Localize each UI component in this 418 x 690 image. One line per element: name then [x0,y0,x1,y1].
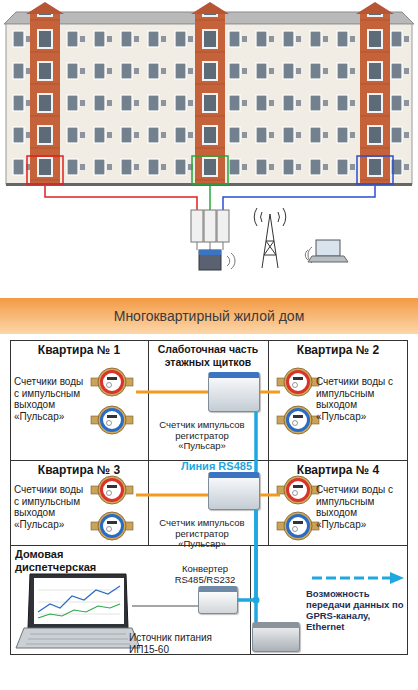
pulse-wire [136,391,208,394]
pulse-wire [260,391,280,394]
cell-title: Квартира № 3 [10,460,148,477]
grid-frame [11,341,408,655]
entrance-frame [192,156,228,184]
pulse-wire [136,494,208,497]
signal-waves [227,253,235,269]
water-meters [91,368,319,540]
rs485-line [238,510,256,600]
grid-line [148,340,149,545]
antenna-mast [262,214,278,268]
power-supply: Источник питания ИП15-60 [252,622,300,652]
grid-line [268,340,269,545]
panel-cell: Слаботочная часть этажных щитковСчетчик … [148,340,268,460]
pulse-wire [260,494,280,497]
converter: Конвертер RS485/RS232 [198,586,238,614]
meter-boxes [191,210,235,270]
meter-cold [91,406,133,434]
tower [360,12,390,184]
laptop-base [16,628,140,648]
meter-hot [91,368,133,396]
cell-title: Квартира № 1 [10,340,148,357]
pc-base [308,256,348,262]
meter-cold [277,512,319,540]
wire [197,242,223,250]
transfer-arrow [312,572,404,584]
grid-line [250,545,251,655]
laptop-frame [28,574,128,628]
riser-line [223,186,375,210]
junction-dot [253,597,260,604]
riser-lines [45,186,375,210]
tower [30,12,60,184]
pediment [191,2,229,14]
title-band: Многоквартирный жилой дом [0,298,418,334]
device-label: Конвертер RS485/RS232 [169,564,241,585]
cell-title: Квартира № 4 [268,460,408,477]
keyboard [26,634,130,644]
cell-title: Слаботочная часть этажных щитков [148,340,268,369]
arrow-head [390,572,404,584]
meter-group: Счетчики воды с импульсным выходом «Пуль… [14,480,136,540]
meter-hot [277,476,319,504]
device-label: Счетчик импульсов регистратор «Пульсар» [151,518,253,550]
pc [305,240,348,263]
entrance-frame [27,156,63,184]
meter-label: Счетчики воды с импульсным выходом «Пуль… [316,372,404,422]
grid [10,340,408,655]
laptop-screen [34,578,124,624]
apartment-cell: Квартира № 1 Счетчики воды с импульсным в… [10,340,148,460]
chart-line [38,604,120,618]
module [204,210,216,242]
pediment [356,2,394,14]
meter-label: Счетчики воды с импульсным выходом «Пуль… [316,480,404,530]
riser-line [45,186,197,210]
apartment-cell: Квартира № 3 Счетчики воды с импульсным в… [10,460,148,545]
transfer-line [312,577,392,580]
cell-title: Квартира № 2 [268,340,408,357]
pulse-register: Счетчик импульсов регистратор «Пульсар» [208,472,260,510]
device-label: Источник питания ИП15-60 [129,632,229,655]
antenna [254,208,286,268]
apartment-cell: Квартира № 4 Счетчики воды с импульсным в… [268,460,408,545]
pediment [26,2,64,14]
meter-group: Счетчики воды с импульсным выходом «Пуль… [14,372,136,434]
meter-label: Счетчики воды с импульсным выходом «Пуль… [14,480,90,530]
modem-stripe [199,250,221,255]
riser-line [209,186,211,210]
meter-group: Счетчики воды с импульсным выходом «Пуль… [280,480,406,540]
line-label: Линия RS485 [181,460,252,472]
pc-screen [316,240,340,256]
meter-cold [91,512,133,540]
usb-cable [132,605,198,607]
entrance-frame [357,156,393,184]
apartment-cell: Квартира № 2 Счетчики воды с импульсным в… [268,340,408,460]
meter-label: Счетчики воды с импульсным выходом «Пуль… [14,372,90,422]
building [4,2,414,186]
module [217,210,229,242]
meter-cold [277,406,319,434]
pulse-register: Счетчик импульсов регистратор «Пульсар» [208,372,260,412]
title-text: Многоквартирный жилой дом [114,308,305,324]
note-text: Возможность передачи данных по GPRS-кана… [306,588,408,632]
rs485-line [254,510,258,622]
meter-hot [91,476,133,504]
antenna-waves [254,208,286,226]
rs485-line [254,412,258,472]
meter-hot [277,368,319,396]
tower [195,12,225,184]
device-label: Счетчик импульсов регистратор «Пульсар» [151,420,253,452]
meter-group: Счетчики воды с импульсным выходом «Пуль… [280,372,406,434]
gsm-modem [199,250,221,270]
module [191,210,203,242]
cell-title: Домовая диспетчерская [10,545,125,574]
